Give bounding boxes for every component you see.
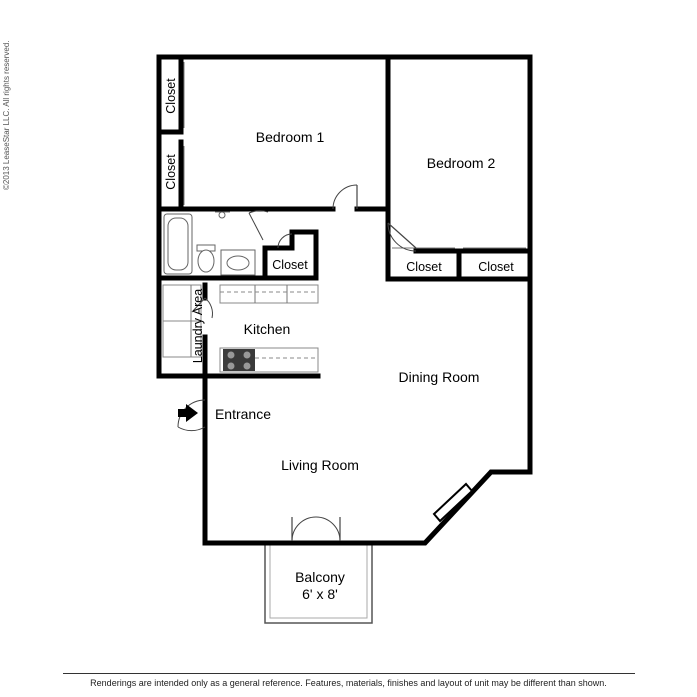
disclaimer-text: Renderings are intended only as a genera… bbox=[90, 678, 607, 688]
doors bbox=[177, 184, 417, 542]
label-closet-bedroom1-top: Closet bbox=[164, 78, 178, 114]
label-closet-bedroom2-right: Closet bbox=[478, 260, 514, 274]
label-closet-bedroom2-left: Closet bbox=[406, 260, 442, 274]
label-balcony: Balcony bbox=[295, 569, 345, 585]
interior-walls bbox=[156, 54, 533, 379]
label-entrance: Entrance bbox=[215, 406, 271, 422]
label-living-room: Living Room bbox=[281, 457, 359, 473]
kitchen-counters bbox=[162, 284, 319, 373]
label-closet-bedroom1-bottom: Closet bbox=[164, 154, 178, 190]
label-bedroom-2: Bedroom 2 bbox=[427, 155, 496, 171]
label-balcony-size: 6' x 8' bbox=[302, 586, 338, 602]
entrance-arrow-icon bbox=[178, 404, 198, 422]
label-closet-hall: Closet bbox=[272, 258, 308, 272]
label-kitchen: Kitchen bbox=[244, 321, 291, 337]
footer-divider bbox=[63, 673, 635, 674]
angled-window bbox=[432, 482, 474, 523]
stove-icon bbox=[223, 349, 255, 371]
label-bedroom-1: Bedroom 1 bbox=[256, 129, 325, 145]
bathroom-fixtures bbox=[163, 211, 256, 276]
label-laundry-area: Laundry Area bbox=[191, 289, 205, 363]
label-dining-room: Dining Room bbox=[399, 369, 480, 385]
